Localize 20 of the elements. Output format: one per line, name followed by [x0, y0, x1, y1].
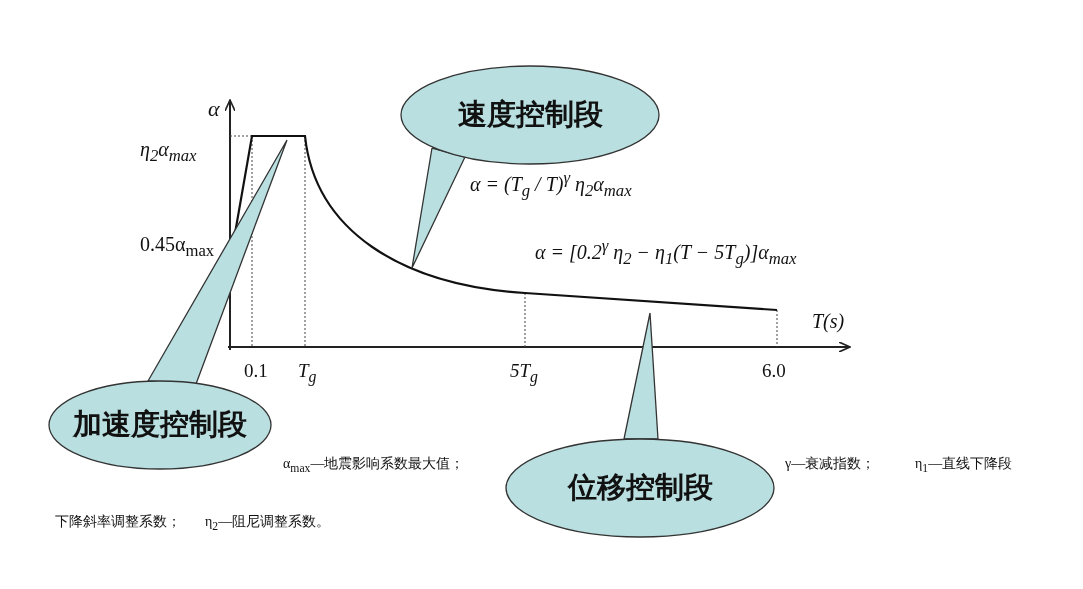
- tick-label: η$_{2}$α$_{max}$: [140, 138, 197, 166]
- callout-pointer: [147, 139, 288, 385]
- tick-label: 0.45α$_{max}$: [140, 233, 215, 261]
- tick-label: 6.0: [762, 360, 786, 382]
- axis-label: T(s): [812, 310, 845, 333]
- tick-label: 5T$_{g}$: [510, 360, 538, 386]
- tick-label: 0.1: [244, 360, 268, 382]
- callout-pointer: [623, 312, 659, 440]
- callout-bubble: 位移控制段: [505, 438, 775, 538]
- note-text: α$_{max}$—地震影响系数最大值；: [283, 455, 465, 475]
- formula: α = [0.2$^{γ}$ η$_{2}$ − η$_{1}$(T − 5T$_{g}$)]α$_{max}$: [535, 236, 797, 269]
- axis-label: α: [208, 96, 220, 122]
- note-text: η$_{1}$—直线下降段: [915, 455, 1013, 475]
- callout-bubble: 加速度控制段: [48, 380, 272, 470]
- callout-pointer: [411, 147, 466, 269]
- note-text: γ—衰减指数；: [785, 455, 876, 473]
- tick-label: T$_{g}$: [298, 360, 317, 386]
- formula: α = (T$_{g}$ / T)$^{γ}$ η$_{2}$α$_{max}$: [470, 168, 632, 201]
- note-text: η$_{2}$—阻尼调整系数。: [205, 513, 331, 533]
- note-text: 下降斜率调整系数；: [55, 513, 181, 531]
